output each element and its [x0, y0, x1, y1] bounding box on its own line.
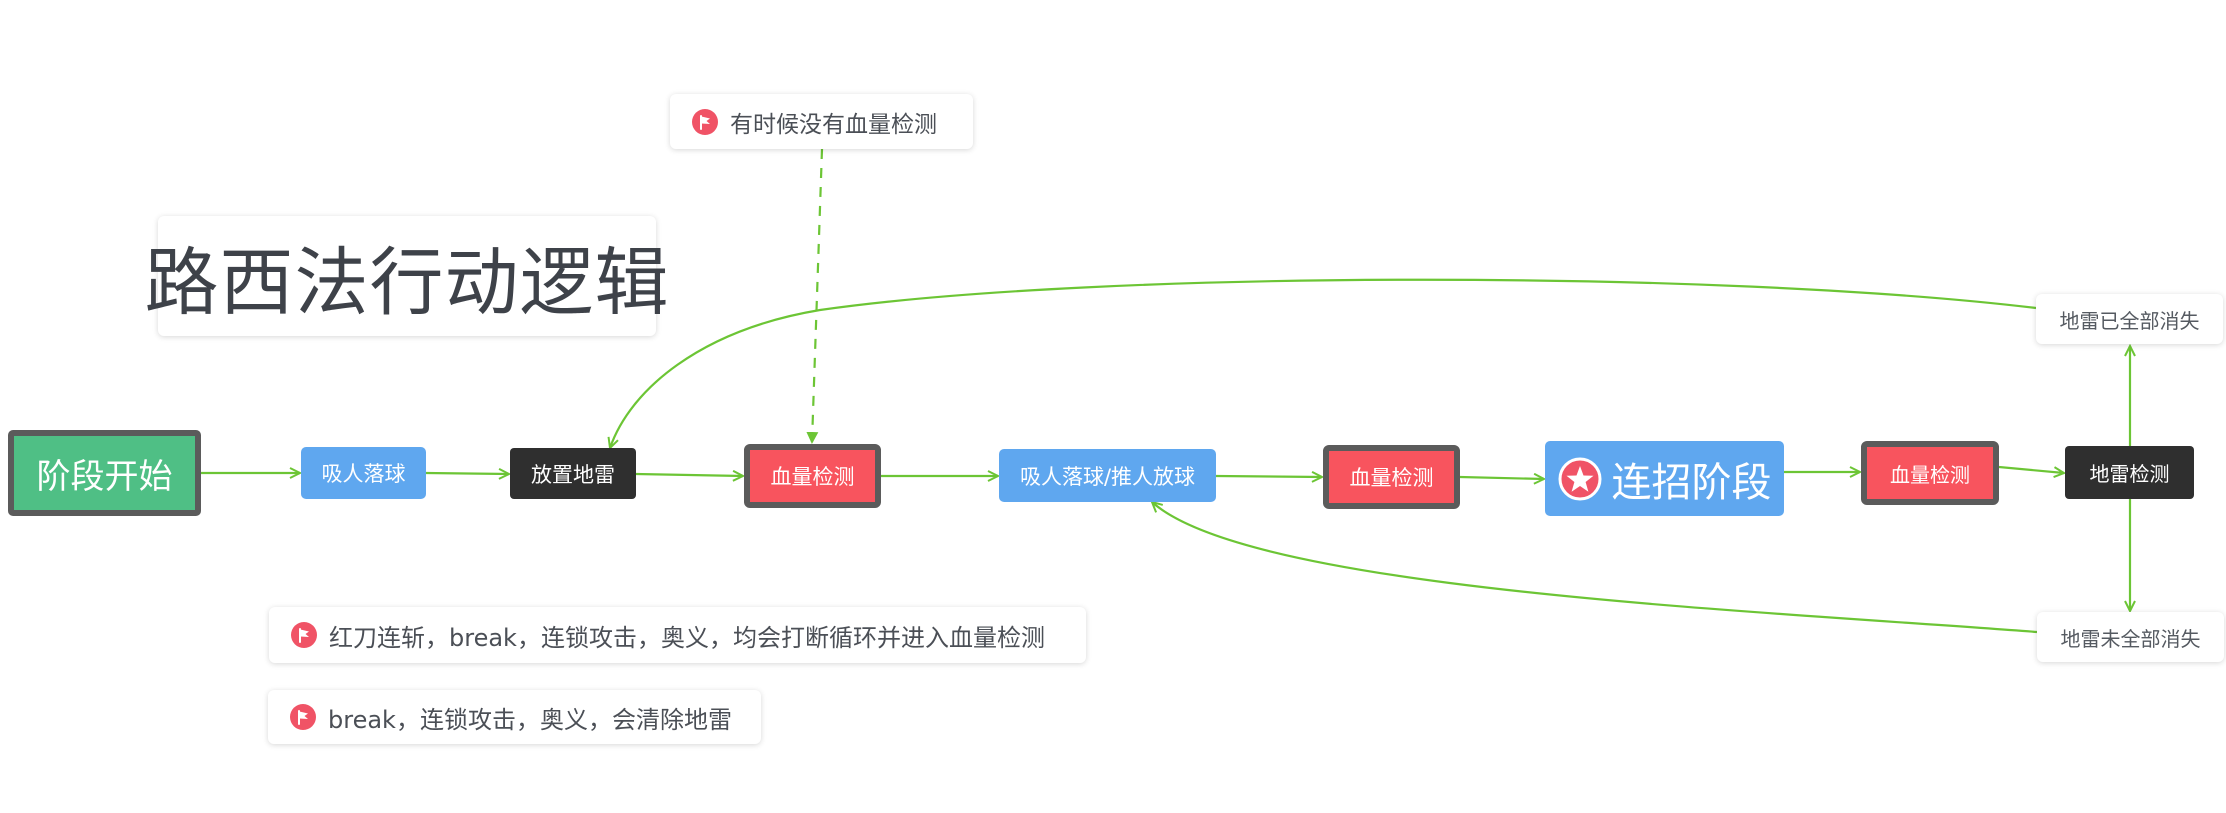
node-hp-check-3[interactable]: 血量检测 — [1861, 441, 1999, 505]
edge-note-to-hpcheck1 — [806, 138, 829, 444]
note-interrupt[interactable]: 红刀连斩，break，连锁攻击，奥义，均会打断循环并进入血量检测 — [269, 607, 1086, 663]
note-clear-mines[interactable]: break，连锁攻击，奥义，会清除地雷 — [268, 690, 761, 744]
node-hp-check-1[interactable]: 血量检测 — [744, 444, 881, 508]
node-combo-phase[interactable]: 连招阶段 — [1545, 441, 1784, 516]
star-icon — [1558, 457, 1601, 500]
edge-allgone-loop-to-mine — [607, 278, 2037, 451]
flag-icon — [692, 108, 718, 135]
node-hp-check-2[interactable]: 血量检测 — [1323, 445, 1460, 509]
node-phase-start[interactable]: 阶段开始 — [8, 430, 201, 516]
edge-push-to-hpcheck2 — [1215, 471, 1325, 483]
node-suck-drop-push-ball[interactable]: 吸人落球/推人放球 — [999, 449, 1216, 502]
flag-icon — [291, 622, 317, 648]
edge-hpcheck3-to-minecheck — [1998, 465, 2067, 478]
note-sometimes-no-hp-check[interactable]: 有时候没有血量检测 — [670, 94, 973, 149]
node-mines-all-gone[interactable]: 地雷已全部消失 — [2036, 294, 2223, 344]
edge-hpcheck2-to-combo — [1459, 472, 1547, 485]
edge-suck-to-mine — [425, 467, 512, 480]
note-text: break，连锁攻击，奥义，会清除地雷 — [328, 705, 732, 734]
edge-mine-to-hpcheck1 — [635, 469, 746, 482]
diagram-title[interactable]: 路西法行动逻辑 — [145, 216, 669, 336]
edge-notallgone-loop-to-push — [1150, 500, 2038, 634]
note-text: 红刀连斩，break，连锁攻击，奥义，均会打断循环并进入血量检测 — [329, 623, 1045, 652]
flag-icon — [290, 704, 316, 730]
note-text: 有时候没有血量检测 — [730, 111, 937, 138]
node-mines-not-all-gone[interactable]: 地雷未全部消失 — [2037, 612, 2224, 662]
node-mine-check[interactable]: 地雷检测 — [2065, 446, 2194, 499]
node-suck-drop-ball[interactable]: 吸人落球 — [301, 447, 426, 499]
combo-phase-label: 连招阶段 — [1611, 459, 1772, 506]
node-place-mine[interactable]: 放置地雷 — [510, 448, 636, 499]
